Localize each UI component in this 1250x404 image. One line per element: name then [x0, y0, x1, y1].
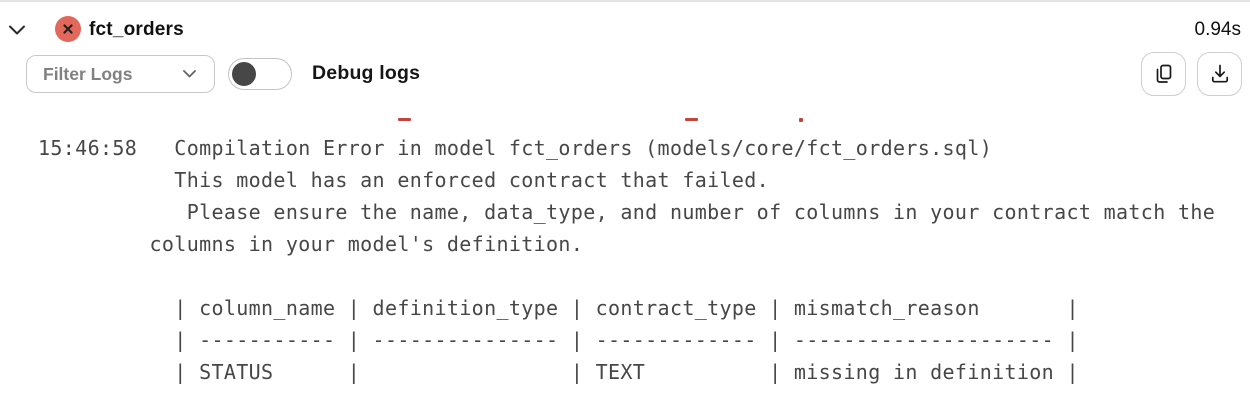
debug-logs-toggle[interactable]: [228, 58, 292, 90]
copy-logs-button[interactable]: [1141, 52, 1186, 96]
collapse-section-button[interactable]: [2, 17, 32, 43]
debug-logs-label: Debug logs: [312, 62, 421, 84]
error-status-icon: [55, 16, 81, 42]
clipped-error-line-fragment: [398, 118, 411, 121]
download-icon: [1208, 62, 1232, 86]
log-text: 15:46:58 Compilation Error in model fct_…: [38, 136, 1216, 384]
download-logs-button[interactable]: [1197, 52, 1242, 96]
model-title: fct_orders: [89, 19, 184, 40]
filter-logs-label: Filter Logs: [43, 63, 133, 84]
chevron-down-icon: [8, 23, 26, 37]
chevron-down-icon: [182, 69, 197, 79]
x-icon: [63, 24, 73, 34]
filter-logs-dropdown[interactable]: Filter Logs: [26, 55, 215, 93]
copy-icon: [1152, 62, 1176, 86]
log-output[interactable]: 15:46:58 Compilation Error in model fct_…: [0, 100, 1250, 404]
run-duration: 0.94s: [1194, 19, 1241, 40]
toggle-knob: [232, 61, 256, 86]
clipped-error-line-fragment: [799, 118, 803, 122]
clipped-error-line-fragment: [685, 118, 698, 121]
